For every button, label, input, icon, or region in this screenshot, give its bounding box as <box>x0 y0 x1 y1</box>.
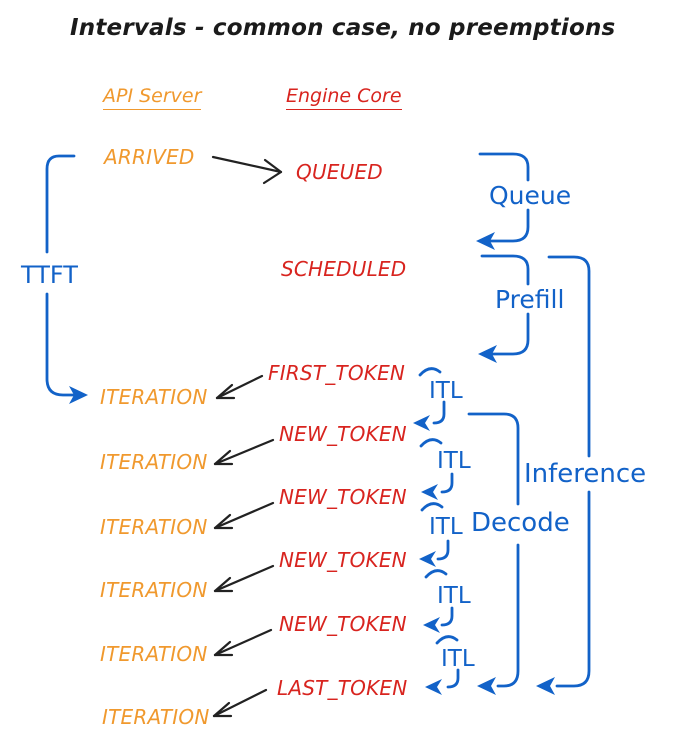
event-queued: QUEUED <box>296 160 383 184</box>
event-new-token-1: NEW_TOKEN <box>279 422 407 446</box>
interval-itl-label-4: ITL <box>437 583 471 609</box>
interval-ttft-label: TTFT <box>21 261 78 289</box>
itl-connector-5 <box>425 635 460 695</box>
diagram-title: Intervals - common case, no preemptions <box>70 15 616 41</box>
interval-queue-label: Queue <box>489 181 572 210</box>
event-iteration-2: ITERATION <box>100 450 208 474</box>
decode-bracket <box>467 412 520 695</box>
event-iteration-1: ITERATION <box>100 385 208 409</box>
event-iteration-4: ITERATION <box>100 578 208 602</box>
interval-prefill-label: Prefill <box>495 285 565 314</box>
itl-connector-3 <box>419 502 450 567</box>
event-arrived: ARRIVED <box>104 145 195 169</box>
engine-core-header: Engine Core <box>286 86 402 110</box>
token-to-iteration-arrow-4 <box>213 564 275 593</box>
itl-connector-2 <box>419 438 454 500</box>
token-to-iteration-arrow-3 <box>213 501 275 530</box>
event-iteration-3: ITERATION <box>100 515 208 539</box>
interval-decode-label: Decode <box>471 508 570 538</box>
interval-inference-label: Inference <box>524 459 647 489</box>
token-to-iteration-arrow-6 <box>212 688 268 718</box>
interval-itl-label-2: ITL <box>437 448 471 474</box>
token-to-iteration-arrow-2 <box>213 438 275 466</box>
arrived-to-queued-arrow <box>211 155 283 185</box>
itl-connector-1 <box>413 367 446 431</box>
event-new-token-4: NEW_TOKEN <box>279 612 407 636</box>
event-new-token-3: NEW_TOKEN <box>279 548 407 572</box>
event-last-token: LAST_TOKEN <box>277 676 408 700</box>
prefill-bracket <box>478 254 530 363</box>
event-iteration-6: ITERATION <box>102 705 210 729</box>
ttft-bracket <box>45 154 88 404</box>
interval-itl-label-5: ITL <box>441 646 475 672</box>
event-iteration-5: ITERATION <box>100 642 208 666</box>
token-to-iteration-arrow-1 <box>215 374 264 400</box>
event-new-token-2: NEW_TOKEN <box>279 485 407 509</box>
inference-bracket <box>536 255 591 695</box>
queue-bracket <box>476 152 530 250</box>
interval-itl-label-3: ITL <box>429 514 463 540</box>
token-to-iteration-arrow-5 <box>213 628 273 657</box>
api-server-header: API Server <box>103 86 202 110</box>
event-first-token: FIRST_TOKEN <box>268 361 406 385</box>
event-scheduled: SCHEDULED <box>281 257 407 281</box>
interval-itl-label-1: ITL <box>429 378 463 404</box>
itl-connector-4 <box>423 569 454 633</box>
